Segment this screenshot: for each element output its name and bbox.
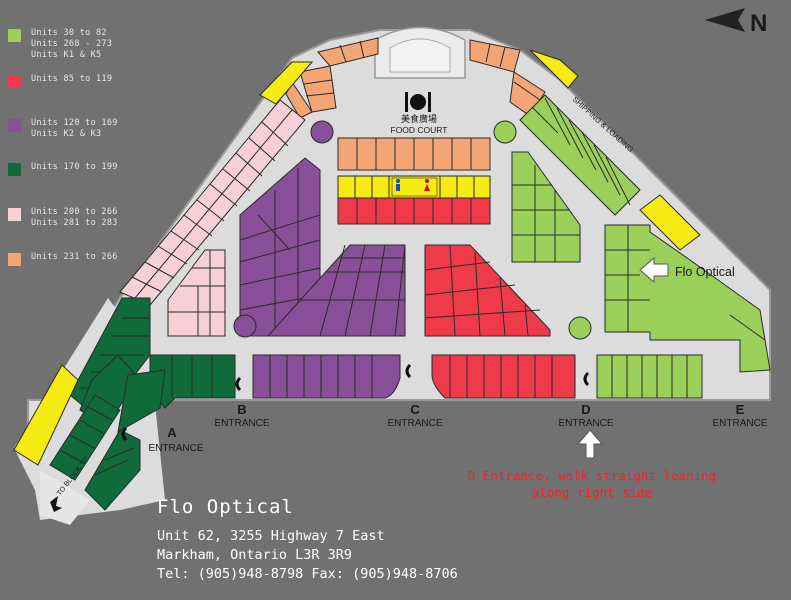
store-address-line-1: Unit 62, 3255 Highway 7 East [157,528,385,544]
dark-green-units-lower [49,394,141,511]
entrance-d-word: ENTRANCE [558,418,613,429]
legend-item-dark-green: Units 170 to 199 [8,162,118,176]
directions-note-line: D Entrance, walk straight leaning [467,468,717,483]
yellow-units-east [639,194,701,251]
store-address-line-2: Markham, Ontario L3R 3R9 [157,547,353,563]
legend-line: Units 170 to 199 [31,162,118,172]
legend-line: Units 120 to 169 [31,118,118,128]
entrance-a-letter: A [167,425,177,440]
orange-units-top-left [285,37,379,119]
store-phone-fax: Tel: (905)948-8798 Fax: (905)948-8706 [157,566,458,582]
purple-units-centre [266,244,406,337]
legend-swatch-pink [8,208,21,221]
legend-line: Units 200 to 266 [31,207,118,217]
legend-item-red: Units 85 to 119 [8,74,112,88]
green-units-row [519,94,641,216]
entrance-c-word: ENTRANCE [387,418,442,429]
entrance-d-arrow-icon [576,429,604,459]
pillars [233,120,592,340]
yellow-units-food-court [337,175,491,199]
phone-icon [121,363,590,442]
legend-item-green: Units 30 to 82 Units 268 - 273 Units K1 … [8,28,112,61]
compass-n-label: N [750,10,767,37]
store-title: Flo Optical [157,496,294,518]
legend-line: Units 85 to 119 [31,74,113,84]
legend-label: Units 30 to 82 Units 268 - 273 Units K1 … [31,28,112,61]
red-units-centre [424,244,551,337]
flo-optical-map-label: Flo Optical [675,265,735,279]
legend-label: Units 200 to 266 Units 281 to 283 [31,207,118,229]
legend-item-pink: Units 200 to 266 Units 281 to 283 [8,207,118,229]
legend-swatch-red [8,75,21,88]
food-court-cn-label: 美食廣場 [401,113,437,124]
entrance-e-word: ENTRANCE [712,418,767,429]
legend-label: Units 231 to 266 [31,252,118,263]
food-court-label: FOOD COURT [391,125,448,135]
purple-units-bottom [252,354,401,399]
legend-swatch-purple [8,119,21,132]
legend-line: Units K2 & K3 [31,129,102,139]
pink-units-block [167,249,226,337]
directions-note: D Entrance, walk straight leaning along … [432,467,752,501]
legend-label: Units 170 to 199 [31,162,118,173]
legend-swatch-orange [8,253,21,266]
entrance-a-word: ENTRANCE [148,443,203,454]
red-units-food-court [337,197,491,225]
legend-line: Units 268 - 273 [31,39,113,49]
legend-swatch-dark-green [8,163,21,176]
legend-label: Units 120 to 169 Units K2 & K3 [31,118,118,140]
directions-note-line: along right side [531,485,653,500]
entrance-b-letter: B [237,402,246,417]
green-units-centre [511,151,581,263]
entrance-b-word: ENTRANCE [214,418,269,429]
dark-green-units-bottom [149,354,236,409]
legend-item-purple: Units 120 to 169 Units K2 & K3 [8,118,118,140]
orange-units-food-court [337,137,491,171]
green-units-east [604,224,771,373]
legend-line: Units 281 to 283 [31,218,118,228]
store-info: Flo Optical Unit 62, 3255 Highway 7 East… [157,496,458,584]
legend-line: Units K1 & K5 [31,50,102,60]
legend-swatch-green [8,29,21,42]
entrance-e-letter: E [736,402,745,417]
legend-item-orange: Units 231 to 266 [8,252,118,266]
legend-line: Units 30 to 82 [31,28,107,38]
north-compass-icon [705,8,745,32]
pink-units-row [119,99,306,306]
entrance-c-letter: C [410,402,420,417]
yellow-units-left [259,61,314,105]
flo-optical-arrow-icon [639,256,669,284]
washroom-icon [396,179,430,191]
legend-line: Units 231 to 266 [31,252,118,262]
block-e-arrow-icon [50,496,62,512]
yellow-units-right [529,49,579,89]
entrance-d-letter: D [581,402,590,417]
yellow-units-wing [13,364,79,466]
legend-label: Units 85 to 119 [31,74,112,85]
food-court-icon [405,92,431,112]
green-units-bottom [596,354,703,399]
red-units-bottom [431,354,576,399]
floor-block-e-path [40,470,90,525]
